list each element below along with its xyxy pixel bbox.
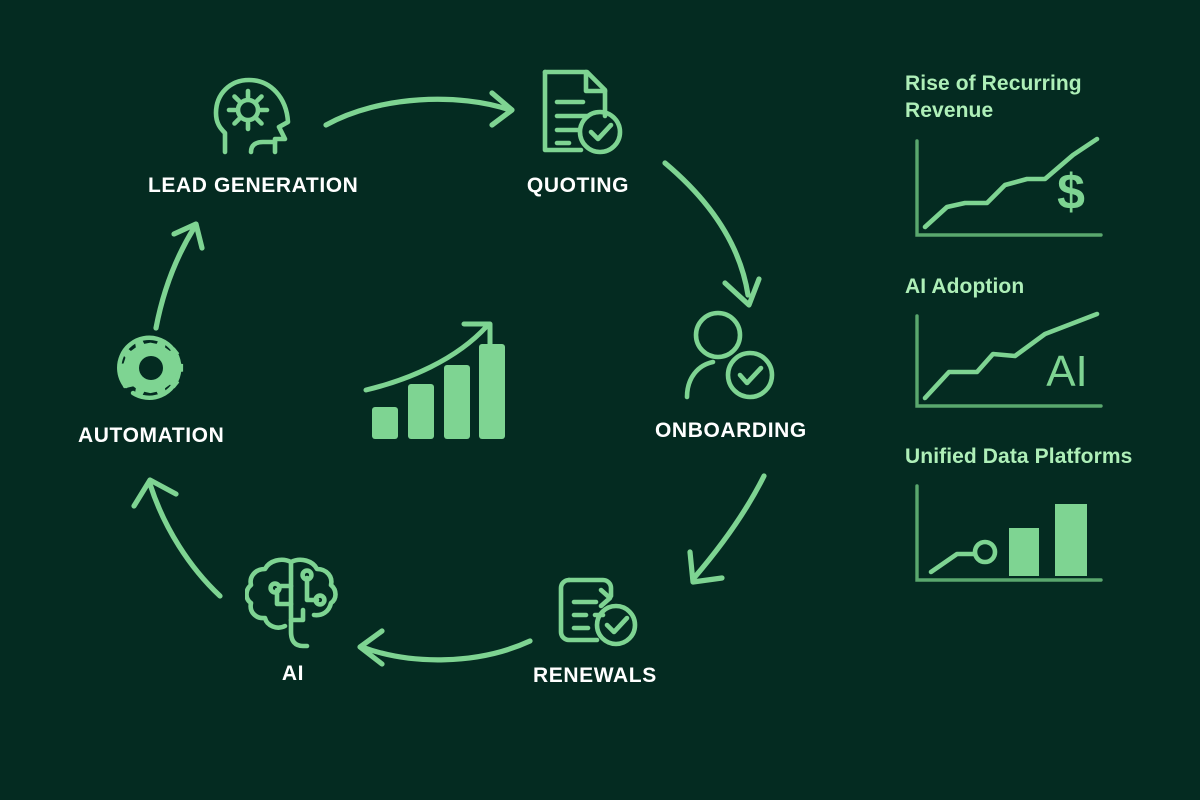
arrow-onboarding-to-renewals — [687, 473, 767, 585]
cycle-node-label: AI — [281, 662, 305, 685]
chart-line — [922, 136, 1100, 229]
cycle-node-label: AUTOMATION — [78, 424, 225, 447]
rise-of-recurring-revenue-chart: $ — [915, 136, 1103, 237]
cycle-node-onboarding[interactable]: ONBOARDING — [655, 305, 807, 443]
document-check-icon — [542, 69, 623, 155]
cycle-node-label: ONBOARDING — [655, 419, 807, 442]
ai-adoption-chart: AI — [915, 311, 1103, 408]
cycle-node-quoting[interactable]: QUOTING — [523, 60, 633, 198]
trends-rail: Rise of Recurring Revenue $ AI Adoption … — [905, 70, 1165, 618]
chart-marker-line — [928, 539, 998, 575]
chart-bars — [1009, 504, 1087, 577]
cycle-node-lead-generation[interactable]: LEAD GENERATION — [148, 60, 358, 198]
cycle-node-label: LEAD GENERATION — [148, 174, 359, 197]
arrow-ai-to-automation — [131, 477, 223, 599]
trend-card-unified-data-platforms: Unified Data Platforms — [905, 443, 1165, 590]
cycle-node-renewals[interactable]: RENEWALS — [533, 558, 657, 688]
person-check-icon — [684, 310, 775, 400]
arrow-lead-generation-to-quoting — [323, 90, 515, 128]
arrow-automation-to-lead-generation — [153, 221, 205, 331]
renewal-document-check-icon — [558, 577, 638, 647]
cycle-node-ai[interactable]: AI — [245, 548, 341, 686]
chart-line — [922, 311, 1100, 401]
trend-card-title: Rise of Recurring Revenue — [905, 72, 1082, 123]
chart-annotation: AI — [1046, 347, 1088, 396]
chart-axes — [915, 138, 1103, 237]
gear-refresh-icon — [117, 335, 184, 400]
arrow-quoting-to-onboarding — [662, 160, 762, 308]
arrow-renewals-to-ai — [357, 628, 533, 667]
trend-card-title: Unified Data Platforms — [905, 444, 1133, 468]
brain-circuit-icon — [245, 557, 338, 649]
cycle-node-label: RENEWALS — [533, 664, 657, 687]
unified-data-platforms-chart — [915, 484, 1103, 582]
cycle-node-automation[interactable]: AUTOMATION — [78, 318, 224, 448]
trend-card-ai-adoption: AI Adoption AI — [905, 273, 1165, 415]
trend-card-rise-of-recurring-revenue: Rise of Recurring Revenue $ — [905, 70, 1165, 245]
trend-card-title: AI Adoption — [905, 274, 1025, 298]
growth-bar-chart-icon — [363, 321, 505, 439]
chart-axes — [915, 314, 1103, 408]
head-with-gear-icon — [213, 77, 291, 155]
chart-axes — [915, 484, 1103, 582]
cycle-node-label: QUOTING — [526, 174, 630, 197]
chart-annotation: $ — [1057, 164, 1085, 220]
